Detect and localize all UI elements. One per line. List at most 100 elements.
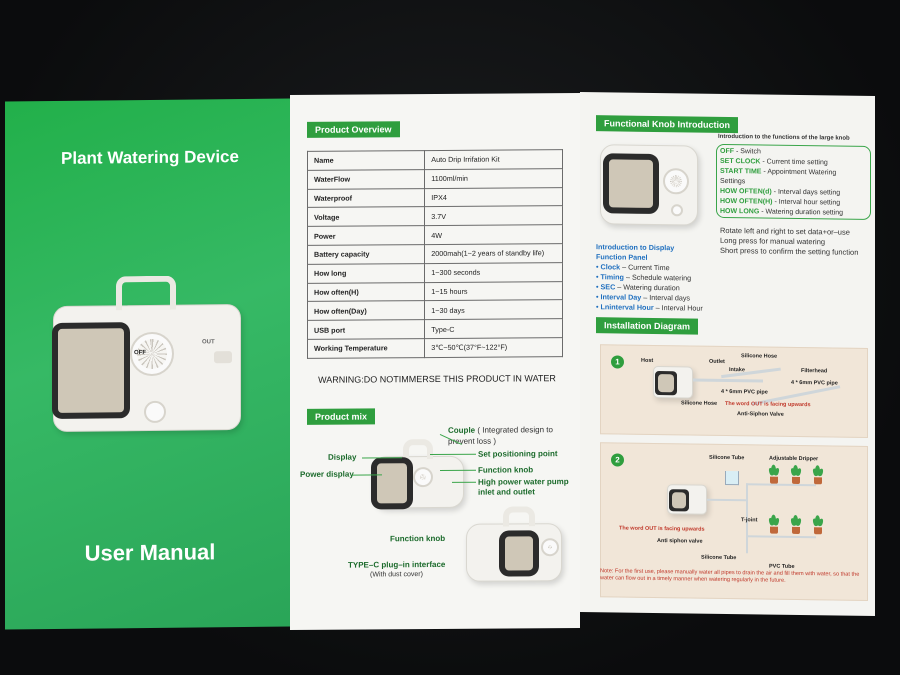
mix-device-side [466,506,562,582]
display-function-item: • SEC – Watering duration [596,282,680,293]
spec-value: 1100ml/min [424,168,563,189]
product-mix-tag: Product mix [307,408,376,425]
display-label: Display [328,452,357,462]
spec-value: 3℃~50℃(37°F~122°F) [424,337,563,358]
spec-value: 2000mah(1~2 years of standby life) [424,243,563,264]
spec-row: How often(Day)1~30 days [307,299,563,321]
d1-out-upwards: The word OUT is facing upwards [725,400,811,409]
knob-function-item: OFF - Switch [720,147,761,156]
d2-silicone-tube-2: Silicone Tube [701,554,737,562]
knob-intro-tag: Functional Knob Introduction [596,115,738,134]
power-display-label: Power display [300,469,354,479]
display-function-item: • Lninterval Hour – Interval Hour [596,302,703,313]
spec-value: 1~30 days [424,299,563,320]
installation-diagram-1: 1 Host Outlet Intake Silicone Hose Filte… [600,344,868,438]
knob-intro-heading: Introduction to the functions of the lar… [718,133,850,142]
cover-panel: Plant Watering Device OFF OUT User Manua… [5,98,290,630]
spec-key: USB port [307,319,425,340]
spec-key: How long [307,263,425,283]
spec-key: Working Temperature [307,338,425,359]
display-function-item: • Clock – Current Time [596,262,670,273]
d2-pvc-tube: PVC Tube [769,563,795,570]
potted-plant-icon [767,464,781,484]
d2-water-cup-icon [725,470,739,486]
spec-key: Power [307,225,425,246]
d2-anti-siphon: Anti siphon valve [657,538,703,545]
d1-silicone-hose-2: Silicone Hose [681,400,718,407]
knob-usage-line: Long press for manual watering [720,235,826,247]
d1-anti-siphon: Anti-Siphon Valve [737,411,784,418]
knob-function-item: SET CLOCK - Current time setting [720,157,828,167]
knob-installation-panel: Functional Knob Introduction Introductio… [580,91,875,617]
d1-outlet: Outlet [709,358,725,365]
function-knob-label-bottom: Function knob [390,533,446,544]
pump-label-2: inlet and outlet [478,487,535,497]
spec-value: 4W [424,224,563,245]
device-lcd [58,328,124,413]
knob-usage-line: Rotate left and right to set data+or–use [720,225,850,237]
spec-value: 3.7V [424,206,563,226]
spec-value: 1~15 hours [424,281,563,301]
potted-plant-icon [789,514,803,535]
d2-silicone-tube: Silicone Tube [709,454,745,462]
spec-value: 1~300 seconds [424,262,563,283]
device-handle [116,275,176,311]
spec-value: Auto Drip Irrifation Kit [424,149,563,170]
knob-function-item: Settings [720,177,746,186]
d1-pvc-1: 4 * 6mm PVC pipe [721,388,768,396]
diagram-1-number: 1 [611,355,624,369]
small-knob-icon [144,400,166,424]
spec-key: How often(H) [307,282,425,302]
product-overview-tag: Product Overview [307,121,400,138]
potted-plant-icon [811,465,825,485]
display-function-item: • Interval Day – Interval days [596,292,691,303]
spec-key: How often(Day) [307,300,425,321]
couple-label: Couple ( Integrated design to [448,425,553,435]
function-knob-label-right: Function knob [478,465,534,475]
potted-plant-icon [811,515,825,535]
d1-filterhead: Filterhead [801,368,828,375]
spec-value: IPX4 [424,187,563,207]
display-intro-heading-2: Function Panel [596,252,648,262]
spec-key: Voltage [307,206,425,227]
spec-key: Name [307,150,425,171]
d1-silicone-hose: Silicone Hose [741,353,778,360]
pump-label: High power water pump [478,477,569,487]
spec-key: Battery capacity [307,244,425,265]
potted-plant-icon [767,514,781,534]
cover-device-illustration: OFF OUT [52,275,241,432]
d1-intake: Intake [729,367,745,374]
display-intro-heading: Introduction to Display [596,242,675,253]
spec-value: Type-C [424,318,563,339]
installation-tag: Installation Diagram [596,317,699,335]
display-function-item: • Timing – Schedule watering [596,272,692,283]
d2-host-device [667,484,707,515]
cover-port-label: OUT [202,339,215,346]
set-point-label: Set positioning point [478,449,558,459]
cover-title: Plant Watering Device [61,147,239,168]
knob-usage-line: Short press to confirm the setting funct… [720,245,859,257]
d1-host: Host [641,357,654,364]
d1-pvc-2: 4 * 6mm PVC pipe [791,379,838,387]
mix-device-front [371,439,464,510]
cover-footer: User Manual [84,539,216,566]
warning-text: WARNING:DO NOTIMMERSE THIS PRODUCT IN WA… [318,373,556,385]
spec-row: How often(H)1~15 hours [307,281,563,302]
diagram-2-number: 2 [611,453,624,467]
spec-key: WaterFlow [307,169,425,189]
d1-host-device [653,365,693,399]
d2-out-upwards: The word OUT is facing upwards [619,525,705,533]
outlet-nozzle-icon [214,351,232,364]
spec-key: Waterproof [307,188,425,208]
knob-device-illustration [600,144,698,226]
device-screen [52,322,130,420]
